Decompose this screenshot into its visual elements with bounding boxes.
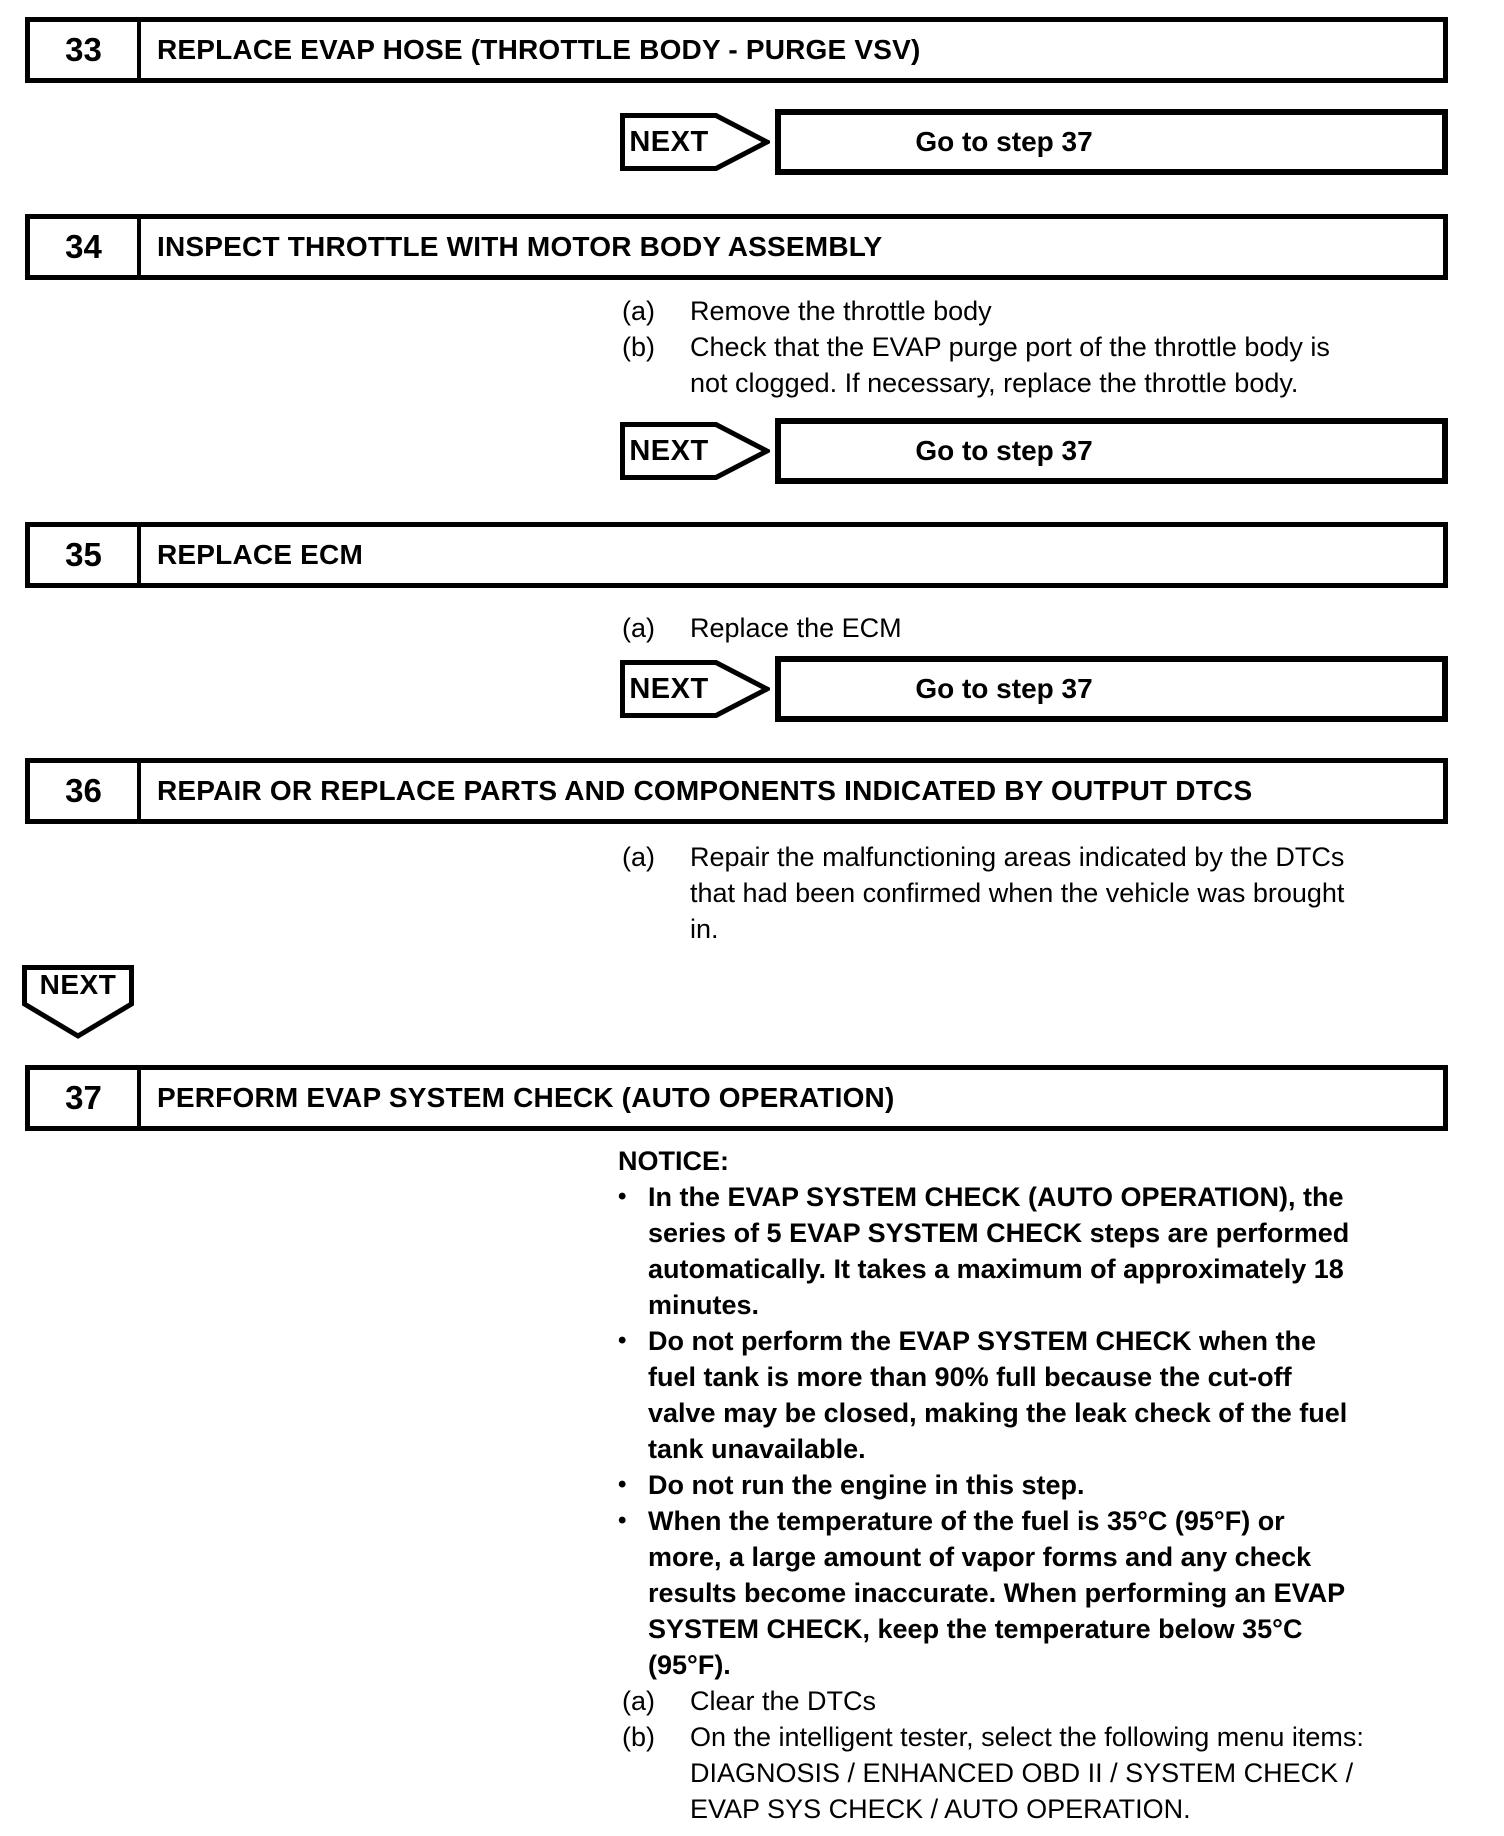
step-35-instructions: (a) Replace the ECM <box>622 610 1504 646</box>
next-arrow-right-icon: NEXT <box>620 422 770 480</box>
step-34-instructions: (a) Remove the throttle body (b) Check t… <box>622 293 1504 401</box>
text-line: more, a large amount of vapor forms and … <box>648 1542 1312 1572</box>
notice-bullet: • In the EVAP SYSTEM CHECK (AUTO OPERATI… <box>618 1179 1504 1323</box>
text-line: EVAP SYS CHECK / AUTO OPERATION. <box>690 1794 1191 1824</box>
step-37-instructions: (a) Clear the DTCs (b) On the intelligen… <box>622 1683 1504 1827</box>
bullet-text: Do not perform the EVAP SYSTEM CHECK whe… <box>648 1323 1347 1467</box>
text-line: in. <box>690 914 719 944</box>
goto-step-box: Go to step 37 <box>775 656 1448 722</box>
step-34-header: 34 INSPECT THROTTLE WITH MOTOR BODY ASSE… <box>25 214 1448 280</box>
item-text: On the intelligent tester, select the fo… <box>690 1719 1364 1827</box>
step-34-next-row: NEXT Go to step 37 <box>620 418 1448 484</box>
item-label: (b) <box>622 332 655 362</box>
text-line: Clear the DTCs <box>690 1686 877 1716</box>
text-line: SYSTEM CHECK, keep the temperature below… <box>648 1614 1303 1644</box>
text-line: results become inaccurate. When performi… <box>648 1578 1346 1608</box>
step-37-header: 37 PERFORM EVAP SYSTEM CHECK (AUTO OPERA… <box>25 1065 1448 1131</box>
notice-block: NOTICE: • In the EVAP SYSTEM CHECK (AUTO… <box>618 1143 1504 1683</box>
next-label: NEXT <box>39 969 117 1000</box>
text-line: series of 5 EVAP SYSTEM CHECK steps are … <box>648 1218 1350 1248</box>
bullet-icon: • <box>618 1471 627 1498</box>
item-label: (a) <box>622 842 655 872</box>
step-37-number: 37 <box>30 1070 141 1126</box>
text-line: valve may be closed, making the leak che… <box>648 1398 1348 1428</box>
text-line: On the intelligent tester, select the fo… <box>690 1722 1364 1752</box>
text-line: that had been confirmed when the vehicle… <box>690 878 1345 908</box>
text-line: When the temperature of the fuel is 35°C… <box>648 1506 1285 1536</box>
step-36-instructions: (a) Repair the malfunctioning areas indi… <box>622 839 1504 947</box>
step-35-header: 35 REPLACE ECM <box>25 522 1448 588</box>
step-34-title: INSPECT THROTTLE WITH MOTOR BODY ASSEMBL… <box>157 231 883 262</box>
next-label: NEXT <box>629 434 709 467</box>
text-line: Check that the EVAP purge port of the th… <box>690 332 1330 362</box>
text-line: automatically. It takes a maximum of app… <box>648 1254 1344 1284</box>
instruction-item: (b) On the intelligent tester, select th… <box>622 1719 1504 1827</box>
item-label: (b) <box>622 1722 655 1752</box>
text-line: (95°F). <box>648 1650 731 1680</box>
bullet-icon: • <box>618 1507 627 1534</box>
text-line: DIAGNOSIS / ENHANCED OBD II / SYSTEM CHE… <box>690 1758 1354 1788</box>
next-arrow-right-icon: NEXT <box>620 113 770 171</box>
notice-bullet: • When the temperature of the fuel is 35… <box>618 1503 1504 1683</box>
text-line: minutes. <box>648 1290 760 1320</box>
step-33-header: 33 REPLACE EVAP HOSE (THROTTLE BODY - PU… <box>25 17 1448 83</box>
item-label: (a) <box>622 613 655 643</box>
step-35-number: 35 <box>30 527 141 583</box>
item-text: Check that the EVAP purge port of the th… <box>690 329 1330 401</box>
next-arrow-down-icon: NEXT <box>22 965 134 1039</box>
instruction-item: (a) Replace the ECM <box>622 610 1504 646</box>
step-34-number: 34 <box>30 219 141 275</box>
text-line: fuel tank is more than 90% full because … <box>648 1362 1292 1392</box>
step-36-number: 36 <box>30 763 141 819</box>
bullet-text: In the EVAP SYSTEM CHECK (AUTO OPERATION… <box>648 1179 1349 1323</box>
text-line: Replace the ECM <box>690 613 902 643</box>
text-line: not clogged. If necessary, replace the t… <box>690 368 1299 398</box>
step-36-header: 36 REPAIR OR REPLACE PARTS AND COMPONENT… <box>25 758 1448 824</box>
notice-bullet: • Do not run the engine in this step. <box>618 1467 1504 1503</box>
instruction-item: (b) Check that the EVAP purge port of th… <box>622 329 1504 401</box>
bullet-text: Do not run the engine in this step. <box>648 1467 1085 1503</box>
bullet-text: When the temperature of the fuel is 35°C… <box>648 1503 1345 1683</box>
item-label: (a) <box>622 1686 655 1716</box>
text-line: Remove the throttle body <box>690 296 992 326</box>
item-label: (a) <box>622 296 655 326</box>
step-35-next-row: NEXT Go to step 37 <box>620 656 1448 722</box>
item-text: Clear the DTCs <box>690 1683 876 1719</box>
text-line: Repair the malfunctioning areas indicate… <box>690 842 1345 872</box>
next-label: NEXT <box>629 125 709 158</box>
text-line: tank unavailable. <box>648 1434 866 1464</box>
item-text: Replace the ECM <box>690 610 902 646</box>
item-text: Repair the malfunctioning areas indicate… <box>690 839 1344 947</box>
text-line: In the EVAP SYSTEM CHECK (AUTO OPERATION… <box>648 1182 1344 1212</box>
step-37-title: PERFORM EVAP SYSTEM CHECK (AUTO OPERATIO… <box>157 1082 895 1113</box>
notice-heading: NOTICE: <box>618 1146 729 1176</box>
notice-bullet: • Do not perform the EVAP SYSTEM CHECK w… <box>618 1323 1504 1467</box>
next-arrow-right-icon: NEXT <box>620 660 770 718</box>
step-36-title: REPAIR OR REPLACE PARTS AND COMPONENTS I… <box>157 775 1253 806</box>
goto-step-box: Go to step 37 <box>775 418 1448 484</box>
bullet-icon: • <box>618 1183 627 1210</box>
instruction-item: (a) Repair the malfunctioning areas indi… <box>622 839 1504 947</box>
step-33-next-row: NEXT Go to step 37 <box>620 109 1448 175</box>
text-line: Do not perform the EVAP SYSTEM CHECK whe… <box>648 1326 1317 1356</box>
goto-step-box: Go to step 37 <box>775 109 1448 175</box>
bullet-icon: • <box>618 1327 627 1354</box>
instruction-item: (a) Remove the throttle body <box>622 293 1504 329</box>
step-33-title: REPLACE EVAP HOSE (THROTTLE BODY - PURGE… <box>157 34 921 65</box>
step-35-title: REPLACE ECM <box>157 539 363 570</box>
next-label: NEXT <box>629 672 709 705</box>
item-text: Remove the throttle body <box>690 293 992 329</box>
step-33-number: 33 <box>30 22 141 78</box>
instruction-item: (a) Clear the DTCs <box>622 1683 1504 1719</box>
text-line: Do not run the engine in this step. <box>648 1470 1085 1500</box>
